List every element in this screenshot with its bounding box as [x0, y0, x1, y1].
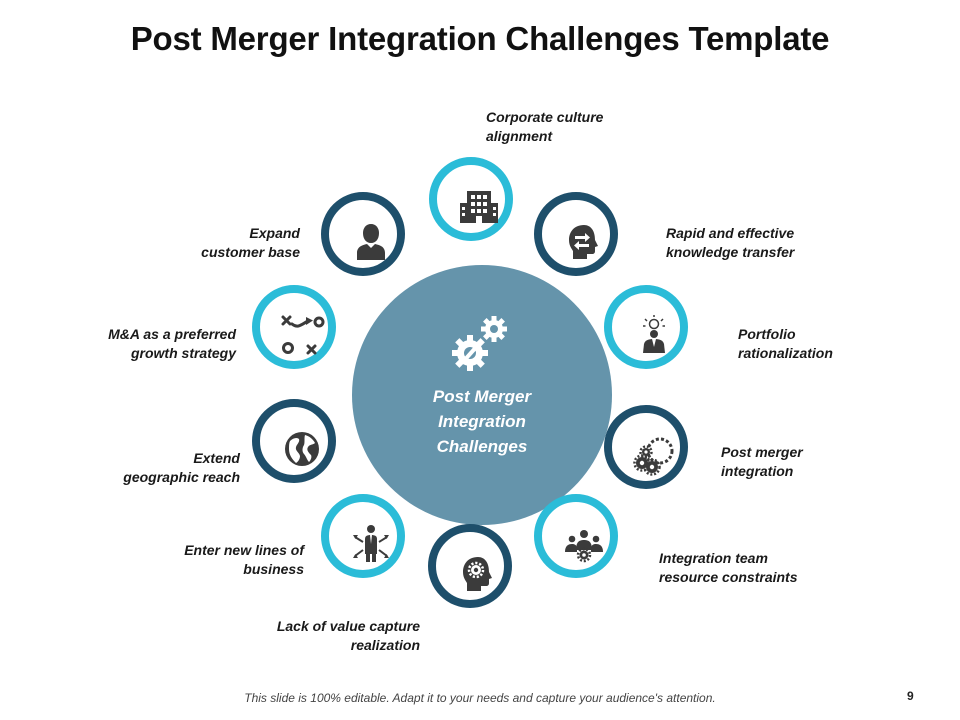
item-label-value-capture: Lack of value capture realization: [276, 618, 420, 653]
team-gear-icon: [565, 530, 603, 563]
challenge-circle-geographic-reach: [252, 399, 336, 483]
item-label-corporate-culture: Corporate culture alignment: [486, 109, 604, 144]
challenge-circle-customer-base: [321, 192, 405, 276]
head-gear-icon: [463, 557, 492, 591]
strategy-icon: [281, 315, 325, 355]
center-label: Post Merger Integration Challenges: [432, 387, 532, 456]
item-label-post-merger: Post merger integration: [721, 444, 803, 479]
challenge-circle-new-lines: [321, 494, 405, 578]
businessman-idea-icon: [643, 315, 665, 353]
item-label-growth-strategy: M&A as a preferred growth strategy: [108, 326, 236, 361]
challenge-circle-growth-strategy: [252, 285, 336, 369]
head-exchange-icon: [569, 225, 598, 259]
challenge-circle-post-merger: [604, 405, 688, 489]
item-label-portfolio: Portfolio rationalization: [738, 326, 833, 361]
globe-icon: [285, 432, 319, 466]
page-number: 9: [907, 689, 914, 703]
challenge-circle-portfolio: [604, 285, 688, 369]
challenge-circle-integration-team: [534, 494, 618, 578]
slide-title: Post Merger Integration Challenges Templ…: [130, 20, 830, 57]
challenge-circle-corporate-culture: [429, 157, 513, 241]
item-label-new-lines: Enter new lines of business: [184, 542, 304, 577]
gears-arrow-icon: [452, 316, 507, 371]
item-label-integration-team: Integration team resource constraints: [659, 550, 798, 585]
challenge-circle-value-capture: [428, 524, 512, 608]
center-circle: [352, 265, 612, 525]
user-icon: [357, 224, 385, 260]
gears-icon: [633, 437, 674, 476]
challenge-circle-knowledge-transfer: [534, 192, 618, 276]
item-label-geographic-reach: Extend geographic reach: [123, 450, 240, 485]
item-label-knowledge-transfer: Rapid and effective knowledge transfer: [666, 225, 795, 260]
footer-note: This slide is 100% editable. Adapt it to…: [244, 691, 716, 705]
building-icon: [460, 191, 498, 223]
businessman-arrows-icon: [353, 525, 389, 562]
item-label-customer-base: Expand customer base: [201, 225, 300, 260]
